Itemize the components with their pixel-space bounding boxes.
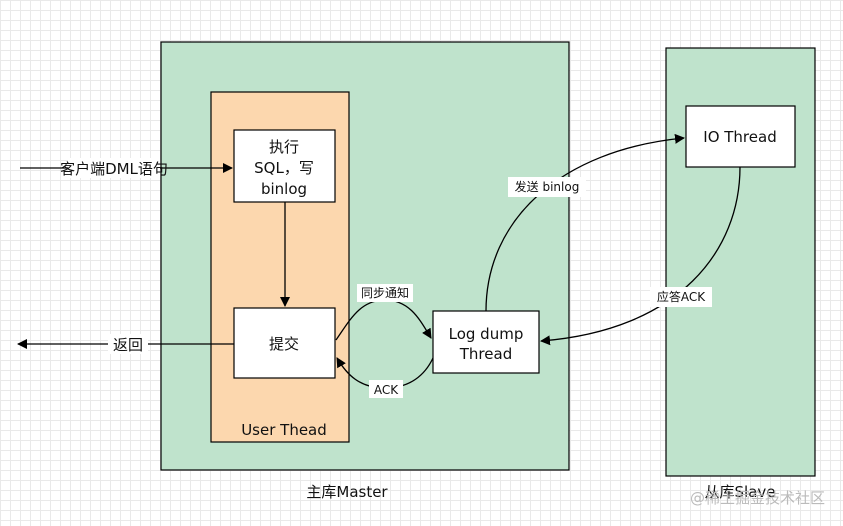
log-dump-line2: Thread: [459, 345, 512, 363]
client-dml-label-bg: [68, 158, 160, 178]
log-dump-line1: Log dump: [449, 325, 524, 343]
io-thread-label: IO Thread: [703, 128, 776, 146]
return-label-bg: [108, 334, 148, 354]
watermark: @稀土掘金技术社区: [690, 489, 825, 507]
sync-notify-label-bg: [357, 284, 413, 302]
execute-line1: 执行: [269, 138, 299, 156]
master-label: 主库Master: [306, 483, 388, 501]
log-dump-box: [432, 310, 540, 374]
send-binlog-label-bg: [508, 177, 586, 197]
sync-notify-label: 同步通知: [361, 286, 409, 300]
reply-ack-label: 应答ACK: [657, 289, 706, 304]
commit-box: [233, 307, 336, 379]
reply-ack-label-bg: [650, 287, 712, 307]
ack-label-bg: [369, 380, 403, 398]
user-thread-label: User Thead: [241, 421, 327, 439]
execute-box: [233, 129, 336, 203]
commit-label: 提交: [269, 335, 299, 353]
ack-label: ACK: [374, 383, 399, 397]
return-label: 返回: [113, 336, 143, 354]
slave-label: 从库Slave: [705, 483, 776, 501]
reply-ack-arrow: [540, 166, 741, 346]
execute-line2: SQL，写: [254, 159, 314, 177]
send-binlog-label: 发送 binlog: [515, 179, 580, 194]
client-dml-label: 客户端DML语句: [60, 160, 168, 178]
execute-line3: binlog: [261, 180, 307, 198]
